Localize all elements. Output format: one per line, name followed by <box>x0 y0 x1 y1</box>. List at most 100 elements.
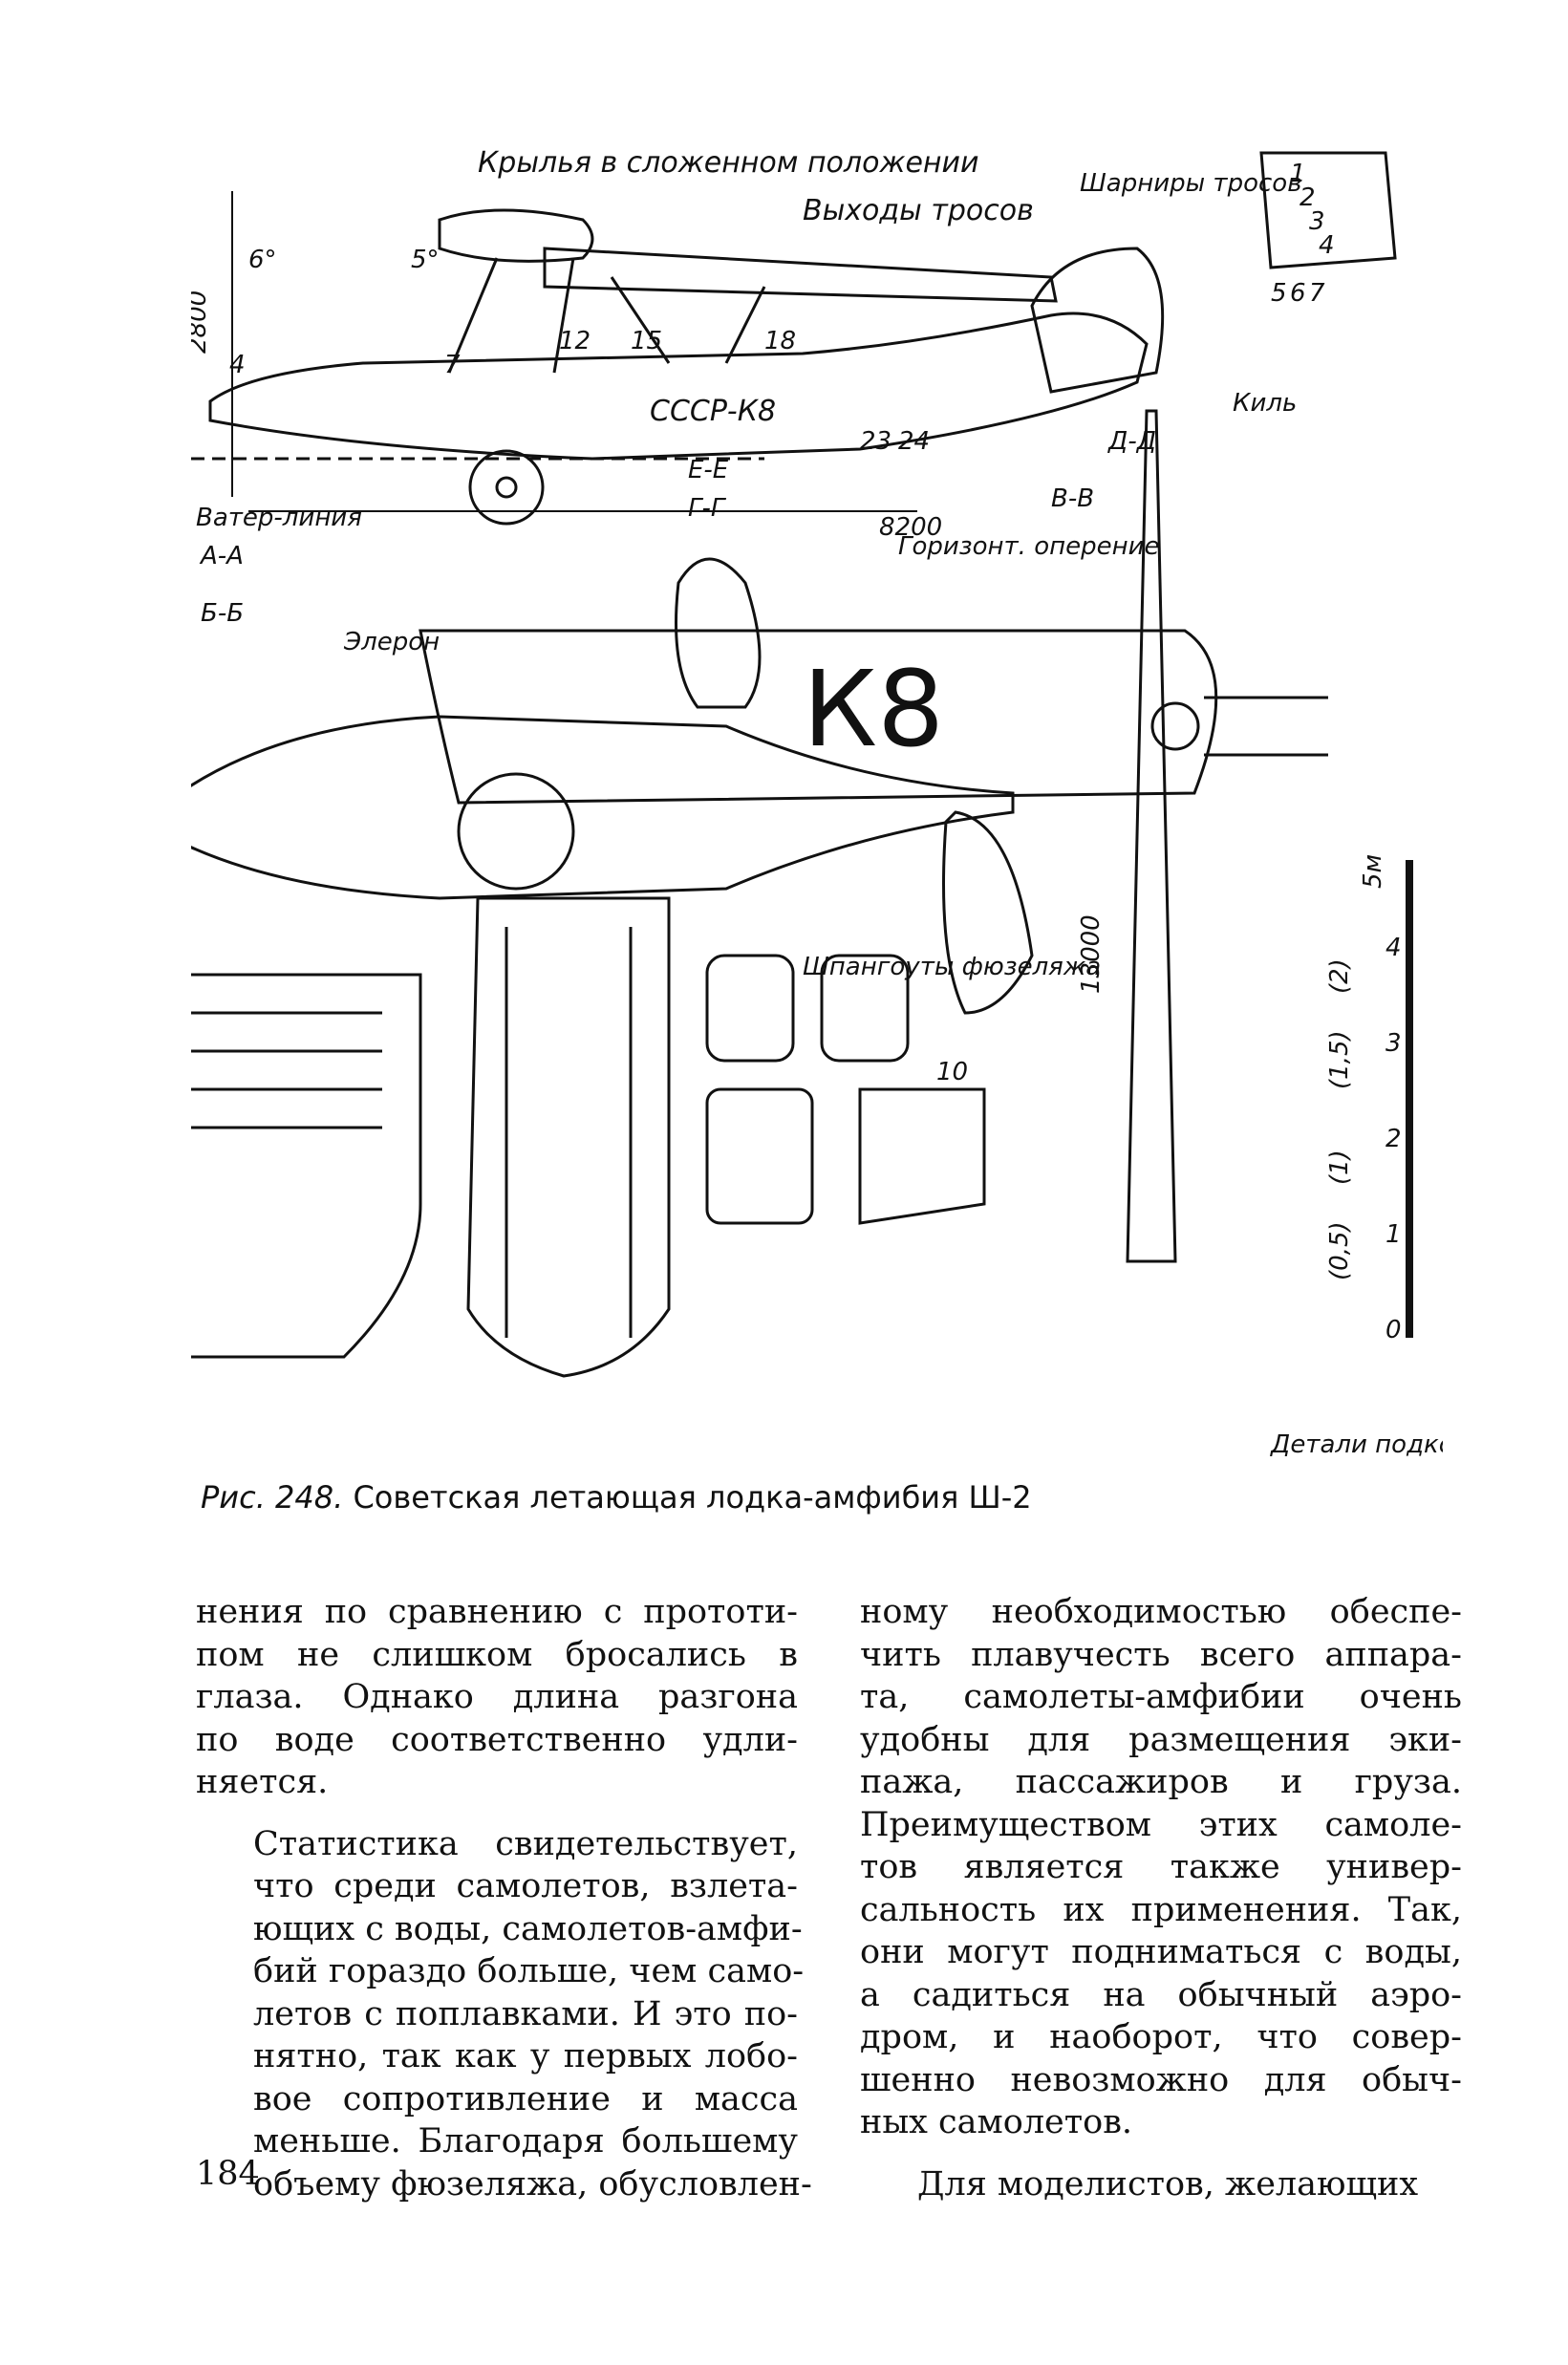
text-line: пом не слишком бросались в <box>196 1635 798 1674</box>
frame-7 <box>705 1087 814 1225</box>
wing-structure-plan <box>466 896 671 1378</box>
label-section-aa: А-А <box>199 542 244 570</box>
frame-number-23: 23 <box>860 427 891 456</box>
side-view-hull <box>208 312 1149 461</box>
plan-view-tail <box>675 557 762 709</box>
label-section-bb: Б-Б <box>201 599 244 628</box>
text-line: они могут подниматься с воды, <box>860 1933 1462 1971</box>
frame-number-24: 24 <box>898 427 930 456</box>
frame-number-10: 10 <box>936 1058 968 1086</box>
fin-rib-2: 2 <box>1300 183 1316 212</box>
label-angle-6: 6° <box>248 246 277 274</box>
plan-view-stabilizer <box>942 810 1034 1015</box>
text-line: по воде соответственно удли- <box>196 1720 798 1759</box>
label-cable-hinges: Шарниры тросов <box>1080 169 1302 198</box>
text-line: удобны для размещения эки- <box>860 1720 1462 1759</box>
scale-mark-one: (1) <box>1325 1150 1354 1185</box>
paragraph: нения по сравнению с прототи- пом не сли… <box>196 1591 798 1804</box>
frame-number-18: 18 <box>764 327 796 355</box>
side-view-tail-fin <box>1030 247 1165 394</box>
text-line: дром, и наоборот, что совер- <box>860 2018 1462 2056</box>
label-cable-exits: Выходы тросов <box>803 194 1034 227</box>
scale-mark-4: 4 <box>1385 934 1402 962</box>
frame-18 <box>820 954 910 1063</box>
text-column-right: ному необходимостью обеспе- чить плавуче… <box>860 1591 1462 2205</box>
label-scale-unit: 5м <box>1359 854 1387 889</box>
label-angle-5: 5° <box>411 246 440 274</box>
frame-number-15: 15 <box>631 327 662 355</box>
frame-15 <box>705 954 795 1063</box>
plan-view-wing <box>419 629 1218 805</box>
label-section-dd: Д-Д <box>1107 427 1156 456</box>
scale-mark-1: 1 <box>1385 1220 1402 1249</box>
front-view-wing <box>1126 409 1177 1263</box>
paragraph: Для моделистов, желающих <box>860 2163 1462 2206</box>
figure-number: Рис. 248. <box>201 1479 344 1516</box>
text-line: чить плавучесть всего аппара- <box>860 1635 1462 1674</box>
label-strut-details: Детали подкосов <box>1270 1430 1443 1459</box>
fin-rib-1: 1 <box>1290 160 1306 188</box>
frame-number-7: 7 <box>444 351 461 379</box>
side-view-engine-nacelle <box>438 208 594 263</box>
side-view-folded-wing <box>543 247 1058 303</box>
fin-rib-6: 6 <box>1290 279 1306 308</box>
fin-rib-7: 7 <box>1309 279 1325 308</box>
paragraph: ному необходимостью обеспе- чить плавуче… <box>860 1591 1462 2144</box>
label-section-ee: Е-Е <box>688 456 729 484</box>
text-line: летов с поплавками. И это по- <box>253 1994 798 2033</box>
figure-caption: Рис. 248. Советская летающая лодка-амфиб… <box>201 1479 1395 1516</box>
lower-wing-plan <box>141 973 422 1359</box>
text-line: та, самолеты-амфибии очень <box>860 1678 1462 1716</box>
label-fuselage-frames: Шпангоуты фюзеляжа <box>803 953 1101 981</box>
scale-mark-two: (2) <box>1325 958 1354 994</box>
text-line: шенно невозможно для обыч- <box>860 2060 1462 2099</box>
scale-mark-2: 2 <box>1385 1125 1402 1153</box>
label-dim-span: 13000 <box>1077 914 1106 994</box>
text-line: няется. <box>196 1763 329 1801</box>
front-view-engine <box>1150 701 1200 751</box>
text-column-left: нения по сравнению с прототи- пом не сли… <box>196 1591 812 2206</box>
frame-12 <box>858 1087 986 1225</box>
text-line: бий гораздо больше, чем само- <box>253 1952 805 1990</box>
fin-rib-5: 5 <box>1271 279 1287 308</box>
frame-number-4: 4 <box>229 351 246 379</box>
landing-wheel <box>468 449 545 526</box>
fin-rib-3: 3 <box>1309 207 1325 236</box>
label-registration: СССР-К8 <box>650 395 776 428</box>
scale-mark-one-half: (1,5) <box>1325 1030 1354 1089</box>
scale-mark-3: 3 <box>1385 1029 1402 1058</box>
paragraph: Статистика свидетельствует, что среди са… <box>196 1823 812 2206</box>
label-dim-height: 2800 <box>191 290 212 354</box>
label-wings-folded: Крылья в сложенном положении <box>478 146 979 180</box>
label-wing-marking: К8 <box>803 648 944 770</box>
text-line: нятно, так как у первых лобо- <box>253 2037 798 2075</box>
propeller-disc <box>457 772 575 891</box>
figure-caption-text: Советская летающая лодка-амфибия Ш-2 <box>353 1479 1032 1516</box>
scale-mark-half: (0,5) <box>1325 1221 1354 1280</box>
label-section-vv: В-В <box>1051 484 1094 513</box>
label-fin: Киль <box>1233 389 1297 418</box>
text-line: нения по сравнению с прототи- <box>196 1593 798 1631</box>
text-line: пажа, пассажиров и груза. <box>860 1763 1462 1801</box>
fin-rib-4: 4 <box>1319 231 1335 260</box>
text-line: тов является также универ- <box>860 1848 1462 1886</box>
frame-number-12: 12 <box>559 327 591 355</box>
text-line: глаза. Однако длина разгона <box>196 1678 798 1716</box>
text-line: Для моделистов, желающих <box>917 2164 1419 2204</box>
scale-mark-0: 0 <box>1385 1316 1402 1344</box>
label-dim-length: 8200 <box>879 513 942 542</box>
label-aileron: Элерон <box>343 628 440 656</box>
aircraft-drawing: Крылья в сложенном положении Выходы трос… <box>140 146 1497 1459</box>
label-section-gg: Г-Г <box>688 494 727 523</box>
text-line: объему фюзеляжа, обусловлен- <box>253 2164 812 2204</box>
label-horizontal-tail: Горизонт. оперение <box>898 532 1160 561</box>
aircraft-drawing-figure: Крылья в сложенном положении Выходы трос… <box>140 134 1497 1472</box>
text-line: ющих с воды, самолетов-амфи- <box>253 1909 803 1948</box>
fin-rib-diagram <box>1259 151 1397 269</box>
plan-view-fuselage <box>140 715 1015 900</box>
text-line: Статистика свидетельствует, <box>253 1824 798 1863</box>
label-waterline: Ватер-линия <box>196 504 362 532</box>
text-line: меньше. Благодаря большему <box>253 2122 798 2161</box>
text-line: что среди самолетов, взлета- <box>253 1867 798 1905</box>
text-line: Преимуществом этих самоле- <box>860 1805 1462 1844</box>
